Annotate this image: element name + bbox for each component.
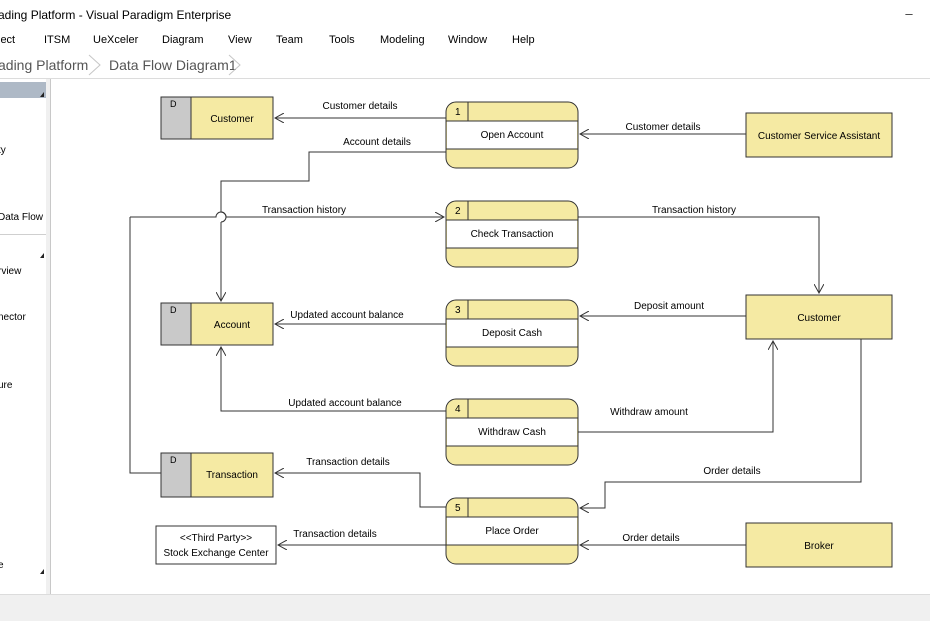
menu-itsm[interactable]: ITSM [44,34,71,46]
data-store-id: D [170,455,177,465]
process-id: 5 [455,503,461,514]
flow-transaction-details-1[interactable]: Transaction details [275,457,446,508]
expand-caret-icon[interactable] [40,253,44,258]
menu-help[interactable]: Help [512,34,535,46]
flow-label: Updated account balance [290,310,404,321]
panel-item[interactable]: ty [0,145,6,156]
process-label: Place Order [485,526,539,537]
flow-customer-details-2[interactable]: Customer details [580,122,746,134]
flow-transaction-history-1[interactable]: Transaction history [129,205,444,474]
entity-label: Broker [804,541,834,552]
process-label: Deposit Cash [482,328,542,339]
menu-project[interactable]: ject [0,34,16,46]
panel-item[interactable]: ure [0,380,13,391]
process-id: 1 [455,107,461,118]
process-id: 2 [455,206,461,217]
breadcrumb-diagram[interactable]: Data Flow Diagram1 [109,57,237,73]
title-bar: rading Platform - Visual Paradigm Enterp… [0,0,930,30]
flow-label: Transaction details [293,529,377,540]
entity-label: Customer Service Assistant [758,131,880,142]
menu-tools[interactable]: Tools [329,34,355,46]
flow-order-details-2[interactable]: Order details [580,533,746,545]
flow-label: Transaction history [262,205,346,216]
data-store-id: D [170,305,177,315]
breadcrumb: ading Platform Data Flow Diagram1 [0,52,930,79]
breadcrumb-chevron-icon [228,54,241,76]
panel-item[interactable]: e [0,560,4,571]
menu-diagram[interactable]: Diagram [162,34,204,46]
entity-customer[interactable]: Customer [745,294,893,340]
data-store-account[interactable]: D Account [160,302,274,346]
flow-customer-details-1[interactable]: Customer details [275,101,446,118]
entity-label: Customer [797,313,841,324]
expand-caret-icon[interactable] [40,569,44,574]
process-label: Check Transaction [471,229,554,240]
panel-item[interactable]: rview [0,266,22,277]
entity-stock-exchange-center[interactable]: <<Third Party>> Stock Exchange Center [155,525,277,565]
flow-label: Account details [343,137,411,148]
entity-stereotype: <<Third Party>> [180,533,252,544]
flow-label: Transaction history [652,205,736,216]
process-place-order[interactable]: 5 Place Order [445,497,579,565]
data-store-label: Account [214,320,250,331]
breadcrumb-project[interactable]: ading Platform [0,57,89,73]
entity-customer-service-assistant[interactable]: Customer Service Assistant [745,112,893,158]
entity-broker[interactable]: Broker [745,522,893,568]
menu-view[interactable]: View [228,34,252,46]
panel-divider [0,234,46,235]
data-store-transaction[interactable]: D Transaction [160,452,274,498]
flow-updated-balance-1[interactable]: Updated account balance [275,310,446,324]
panel-item[interactable]: Data Flow [0,212,44,223]
data-store-label: Customer [210,114,254,125]
menu-uexceler[interactable]: UeXceler [93,34,139,46]
flow-deposit-amount[interactable]: Deposit amount [580,301,746,316]
data-store-label: Transaction [206,470,258,481]
flow-label: Order details [622,533,679,544]
minimize-button[interactable]: – [905,6,913,21]
data-store-id: D [170,99,177,109]
process-label: Open Account [481,130,544,141]
collapse-caret-icon[interactable] [40,92,44,97]
menu-window[interactable]: Window [448,34,488,46]
flow-label: Transaction details [306,457,390,468]
process-label: Withdraw Cash [478,427,546,438]
process-id: 4 [455,404,461,415]
flow-label: Withdraw amount [610,407,688,418]
data-store-customer[interactable]: D Customer [160,96,274,140]
flow-withdraw-amount[interactable]: Withdraw amount [578,341,773,433]
window-title: rading Platform - Visual Paradigm Enterp… [0,8,232,22]
flow-updated-balance-2[interactable]: Updated account balance [221,347,446,412]
diagram-navigator-panel: ty Data Flow rview nector ure e [0,79,46,594]
status-bar [0,594,930,621]
flow-label: Updated account balance [288,398,402,409]
breadcrumb-chevron-icon [88,54,101,76]
flow-label: Customer details [625,122,700,133]
flow-transaction-history-2[interactable]: Transaction history [578,205,819,293]
flow-transaction-details-2[interactable]: Transaction details [278,529,446,545]
process-withdraw-cash[interactable]: 4 Withdraw Cash [445,398,579,466]
flow-order-details-1[interactable]: Order details [580,339,862,508]
menu-team[interactable]: Team [276,34,303,46]
panel-item[interactable]: nector [0,312,26,323]
process-open-account[interactable]: 1 Open Account [445,101,579,169]
flow-label: Order details [703,466,760,477]
menu-modeling[interactable]: Modeling [380,34,425,46]
flow-label: Customer details [322,101,397,112]
diagram-canvas[interactable]: D Customer D Account D Transaction 1 Ope… [50,79,930,594]
flow-account-details[interactable]: Account details [221,137,446,301]
flow-label: Deposit amount [634,301,704,312]
panel-header[interactable] [0,82,46,98]
menu-bar: ject ITSM UeXceler Diagram View Team Too… [0,30,930,52]
process-id: 3 [455,305,461,316]
entity-label: Stock Exchange Center [163,548,269,559]
process-check-transaction[interactable]: 2 Check Transaction [445,200,579,268]
process-deposit-cash[interactable]: 3 Deposit Cash [445,299,579,367]
